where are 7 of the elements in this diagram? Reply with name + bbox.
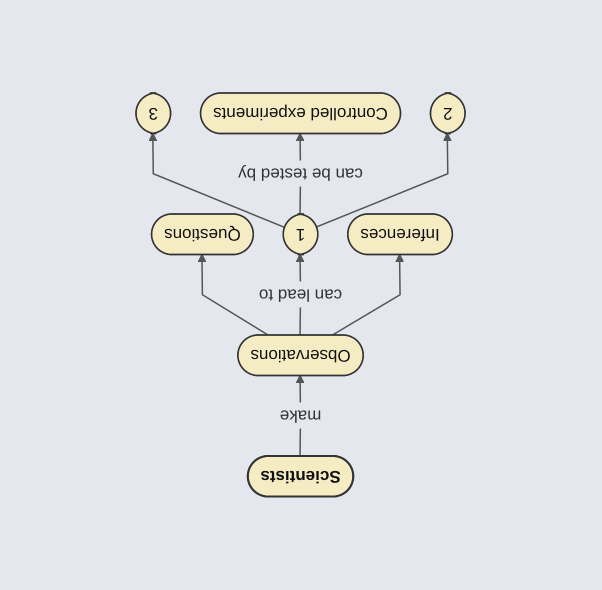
- arrow: [316, 132, 452, 228]
- edge-label: can lead to: [259, 286, 343, 305]
- edge-label: make: [280, 406, 322, 426]
- arrow: [333, 254, 405, 336]
- arrow: [198, 254, 268, 336]
- arrow: [148, 132, 285, 228]
- edge-label: can be tested by: [238, 164, 364, 184]
